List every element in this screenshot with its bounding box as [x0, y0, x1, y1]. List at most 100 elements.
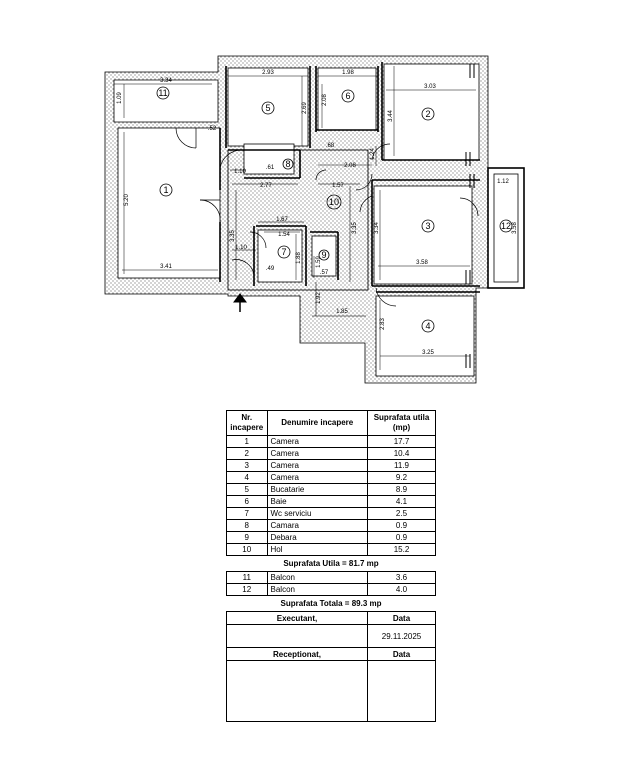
room-1-number: 1 [163, 185, 168, 195]
windows [465, 64, 475, 368]
row-nr: 8 [226, 519, 268, 532]
dim-label: 1.10 [235, 245, 247, 251]
row-nr: 3 [226, 459, 268, 472]
balcony-12-outline [487, 167, 525, 289]
dim-label: 1.54 [278, 232, 290, 238]
row-name: Balcon [266, 583, 368, 596]
dimension-lines [114, 66, 476, 370]
dim-label: 1.88 [296, 252, 302, 264]
row-area: 9.2 [366, 471, 437, 484]
dim-label: 1.10 [234, 169, 246, 175]
row-nr: 10 [226, 543, 268, 556]
area-table: Nr. incapere Denumire incapere Suprafata… [226, 410, 437, 722]
room-8-number: 8 [285, 159, 290, 169]
dim-label: 2.69 [302, 102, 308, 114]
room-10-number: 10 [329, 197, 339, 207]
grand-total-row: Suprafata Totala = 89.3 mp [227, 596, 436, 612]
dim-label: 3.34 [374, 222, 380, 234]
date-value: 29.11.2025 [366, 624, 437, 648]
table-header-row: Nr. incapere Denumire incapere Suprafata… [226, 410, 437, 436]
header-name: Denumire incapere [266, 410, 368, 436]
header-nr: Nr. incapere [226, 410, 268, 436]
row-nr: 9 [226, 531, 268, 544]
grand-total: Suprafata Totala = 89.3 mp [280, 599, 382, 608]
data-label-2: Data [366, 647, 437, 661]
row-name: Balcon [266, 571, 368, 584]
row-nr: 12 [226, 583, 268, 596]
row-name: Camera [266, 447, 368, 460]
dim-label: 1.09 [117, 92, 123, 104]
row-name: Bucatarie [266, 483, 368, 496]
dim-label: 1.24 [370, 148, 376, 160]
dim-label: 1.59 [316, 256, 322, 268]
row-name: Camera [266, 435, 368, 448]
date-row: 29.11.2025 [226, 624, 437, 648]
row-area: 11.9 [366, 459, 437, 472]
row-name: Camara [266, 519, 368, 532]
dimension-labels: 3.34 1.09 5.20 3.41 2.93 2.69 1.98 2.08 … [117, 70, 518, 356]
executant-signature [226, 624, 368, 648]
row-area: 0.9 [366, 519, 437, 532]
row-nr: 2 [226, 447, 268, 460]
room-6-number: 6 [345, 91, 350, 101]
room-numbers: 1 2 3 4 5 6 7 8 9 10 11 12 [158, 88, 511, 331]
row-name: Wc serviciu [266, 507, 368, 520]
dim-label: 5.20 [124, 194, 130, 206]
data-label: Data [366, 611, 437, 625]
room-11-number: 11 [158, 88, 167, 98]
room-5-number: 5 [265, 103, 270, 113]
row-name: Debara [266, 531, 368, 544]
room-9-number: 9 [321, 250, 326, 260]
row-area: 8.9 [366, 483, 437, 496]
row-nr: 11 [226, 571, 268, 584]
room-markers [156, 86, 513, 333]
row-area: 0.9 [366, 531, 437, 544]
interior-walls [219, 62, 480, 293]
row-area: 10.4 [366, 447, 437, 460]
executant-label: Executant, [226, 611, 368, 625]
dim-label: 1.85 [336, 309, 348, 315]
row-name: Hol [266, 543, 368, 556]
dim-label: 2.08 [322, 94, 328, 106]
floor-plan: 1 2 3 4 5 6 7 8 9 10 11 12 3.34 1.09 5.2… [104, 55, 525, 384]
row-area: 15.2 [366, 543, 437, 556]
dim-label: 2.77 [260, 183, 272, 189]
useful-total-row: Suprafata Utila = 81.7 mp [227, 556, 436, 572]
receptionat-date [366, 660, 437, 722]
room-7-number: 7 [281, 247, 286, 257]
dim-label: 3.58 [512, 222, 518, 234]
room-12-number: 12 [501, 221, 511, 231]
dim-label: 3.58 [416, 260, 428, 266]
room-2-number: 2 [425, 109, 430, 119]
dim-label: 3.03 [424, 84, 436, 90]
row-area: 4.0 [366, 583, 437, 596]
dim-label: 3.35 [352, 222, 358, 234]
room-3-number: 3 [425, 221, 430, 231]
row-nr: 7 [226, 507, 268, 520]
receptionat-signature [226, 660, 368, 722]
dim-label: 1.98 [342, 70, 354, 76]
dim-label: 1.57 [332, 183, 344, 189]
dim-label: 1.92 [316, 292, 322, 304]
room-4-number: 4 [425, 321, 430, 331]
dim-label: 1.12 [497, 179, 509, 185]
row-nr: 4 [226, 471, 268, 484]
row-area: 4.1 [366, 495, 437, 508]
row-nr: 5 [226, 483, 268, 496]
header-area: Suprafata utila (mp) [366, 410, 437, 436]
receptionat-row: Receptionat, Data [226, 647, 437, 661]
dim-label: 2.08 [344, 163, 356, 169]
useful-total: Suprafata Utila = 81.7 mp [283, 559, 379, 568]
row-nr: 1 [226, 435, 268, 448]
dim-label: .61 [266, 165, 275, 171]
